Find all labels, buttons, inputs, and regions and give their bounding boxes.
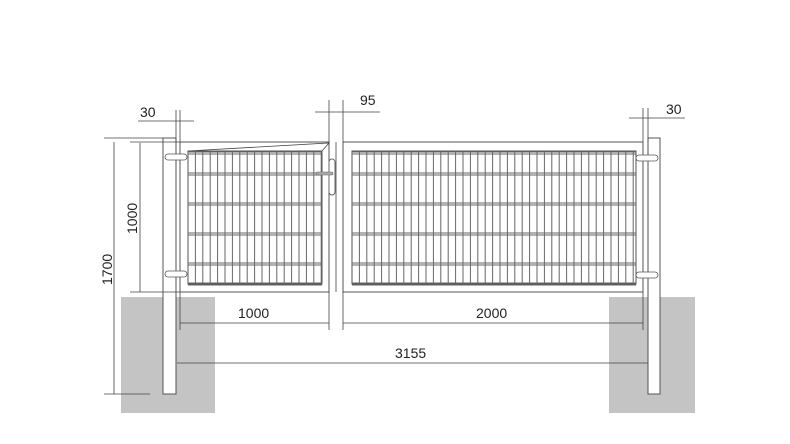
dim-post-right: 30	[666, 101, 682, 117]
dim-left-leaf: 1000	[238, 305, 269, 321]
post-left	[162, 137, 177, 395]
mesh-frame	[351, 150, 637, 285]
post-right	[647, 137, 661, 395]
right-mesh	[351, 150, 637, 286]
right-gate-leaf	[342, 141, 644, 293]
door-handle-icon	[315, 171, 334, 176]
dimension-lines	[104, 100, 685, 395]
dim-total-width: 3155	[395, 345, 426, 361]
dim-gate-height: 1000	[124, 203, 140, 234]
dim-right-leaf: 2000	[476, 305, 507, 321]
dim-post-left: 30	[140, 104, 156, 120]
left-mesh	[187, 150, 323, 286]
left-gate-leaf	[179, 141, 336, 293]
door-handle-plate	[328, 158, 336, 196]
hinges	[164, 153, 659, 279]
dim-total-height: 1700	[99, 254, 115, 285]
dim-gap: 95	[360, 92, 376, 108]
